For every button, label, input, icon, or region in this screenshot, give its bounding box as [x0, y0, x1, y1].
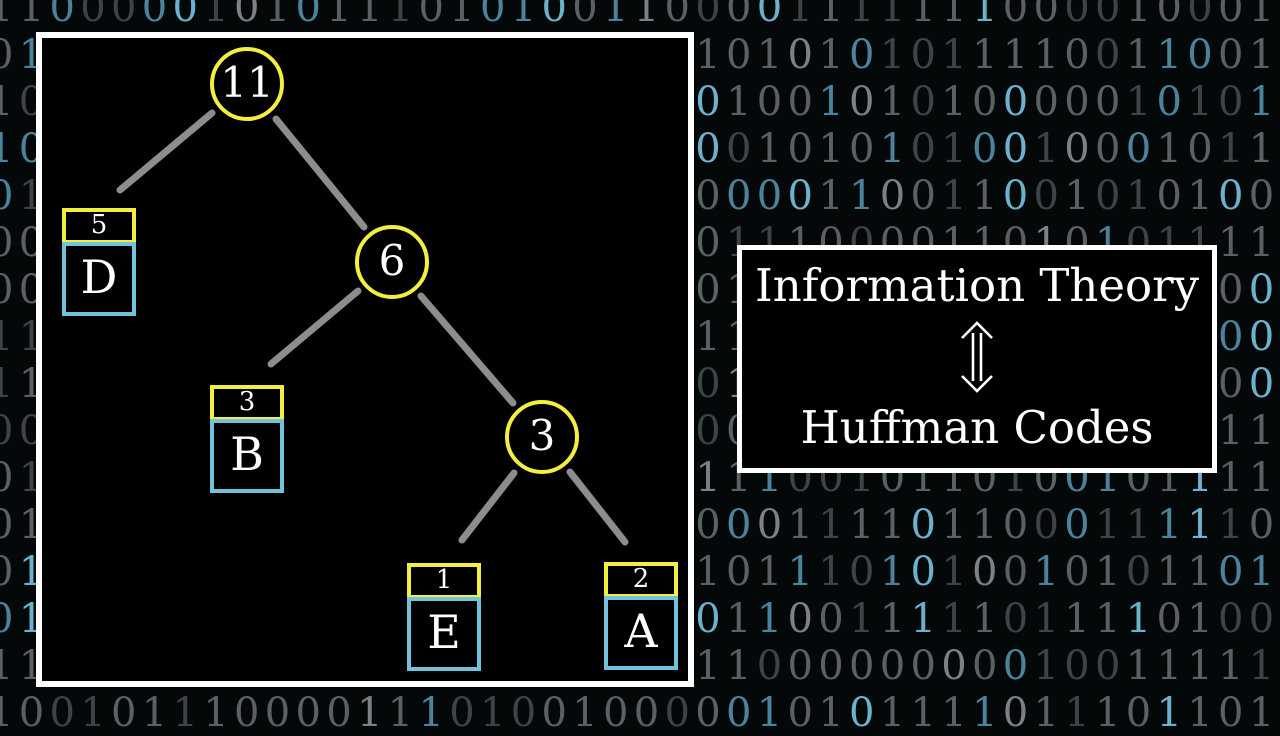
leaf-B-letter: B — [210, 419, 284, 493]
leaf-A-frequency: 2 — [604, 562, 678, 598]
tree-node-root: 11 — [210, 47, 284, 121]
binary-row: 1001011100001110100100000101011110111011… — [0, 690, 1280, 736]
leaf-E-letter: E — [407, 597, 481, 671]
tree-node-6: 6 — [355, 225, 429, 299]
binary-row: 1100000101011101010011000011111110000100… — [0, 0, 1280, 31]
title-line-huffman-codes: Huffman Codes — [800, 401, 1154, 454]
leaf-node-B: 3 B — [210, 385, 284, 493]
leaf-A-letter: A — [604, 596, 678, 670]
leaf-D-frequency: 5 — [62, 208, 136, 244]
leaf-E-frequency: 1 — [407, 563, 481, 599]
title-line-information-theory: Information Theory — [754, 259, 1200, 312]
tree-node-root-label: 11 — [220, 58, 274, 107]
huffman-tree-panel — [36, 32, 694, 687]
leaf-node-A: 2 A — [604, 562, 678, 670]
tree-node-3: 3 — [505, 400, 579, 474]
leaf-node-E: 1 E — [407, 563, 481, 671]
title-card: Information Theory Huffman Codes — [737, 245, 1217, 473]
tree-node-3-label: 3 — [528, 411, 556, 460]
leaf-B-frequency: 3 — [210, 385, 284, 421]
tree-node-6-label: 6 — [378, 236, 406, 285]
updown-arrow-icon — [957, 319, 997, 395]
leaf-node-D: 5 D — [62, 208, 136, 316]
leaf-D-letter: D — [62, 242, 136, 316]
